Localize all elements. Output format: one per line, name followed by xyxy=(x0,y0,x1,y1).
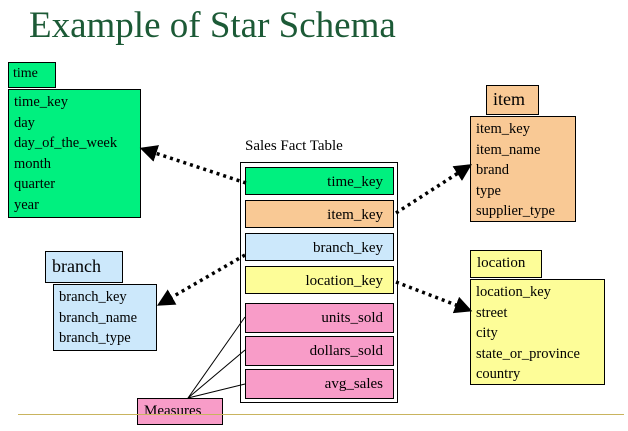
location-table-header: location xyxy=(470,250,542,278)
time-field: day_of_the_week xyxy=(14,135,118,151)
fact-row-units-sold: units_sold xyxy=(245,303,394,333)
item-table-name: item xyxy=(493,89,525,109)
time-table-header: time xyxy=(8,62,56,88)
location-field: location_key xyxy=(476,284,551,300)
item-table: item_key item_name brand type supplier_t… xyxy=(470,116,576,222)
item-field: item_key xyxy=(476,121,530,137)
fact-row-item-key: item_key xyxy=(245,200,394,228)
page-title: Example of Star Schema xyxy=(29,5,396,46)
item-field: item_name xyxy=(476,141,541,158)
branch-table: branch_key branch_name branch_type xyxy=(53,284,157,351)
fact-row-time-key: time_key xyxy=(245,167,394,195)
item-table-header: item xyxy=(486,85,539,115)
branch-field: branch_name xyxy=(59,309,138,326)
item-field: brand xyxy=(476,162,510,178)
time-link-arrow xyxy=(139,145,247,185)
item-field: type xyxy=(476,182,501,199)
footer-rule xyxy=(18,414,624,415)
fact-row-location-key: location_key xyxy=(245,266,394,294)
item-field: supplier_type xyxy=(476,203,555,219)
fact-table-caption: Sales Fact Table xyxy=(245,138,343,154)
measures-pointer-line xyxy=(187,316,246,399)
time-table-name: time xyxy=(13,66,38,81)
time-field: time_key xyxy=(14,94,68,110)
measures-label: Measures xyxy=(137,398,223,425)
measures-pointer-line xyxy=(187,349,246,399)
time-field: year xyxy=(14,196,39,213)
time-field: quarter xyxy=(14,176,56,192)
branch-field: branch_key xyxy=(59,289,127,305)
fact-row-branch-key: branch_key xyxy=(245,233,394,261)
fact-row-avg-sales: avg_sales xyxy=(245,369,394,399)
item-link-arrow xyxy=(395,164,472,215)
location-field: state_or_province xyxy=(476,345,580,362)
location-link-arrow xyxy=(395,280,473,314)
branch-table-name: branch xyxy=(52,256,101,276)
measures-pointer-line xyxy=(187,383,246,399)
location-table: location_key street city state_or_provin… xyxy=(470,279,605,385)
location-field: street xyxy=(476,304,508,321)
branch-table-header: branch xyxy=(45,251,123,283)
branch-field: branch_type xyxy=(59,330,131,346)
time-field: day xyxy=(14,114,35,131)
fact-row-dollars-sold: dollars_sold xyxy=(245,336,394,366)
branch-link-arrow xyxy=(156,253,246,306)
location-field: city xyxy=(476,325,498,341)
location-field: country xyxy=(476,366,521,382)
time-field: month xyxy=(14,155,52,172)
location-table-name: location xyxy=(477,255,526,271)
